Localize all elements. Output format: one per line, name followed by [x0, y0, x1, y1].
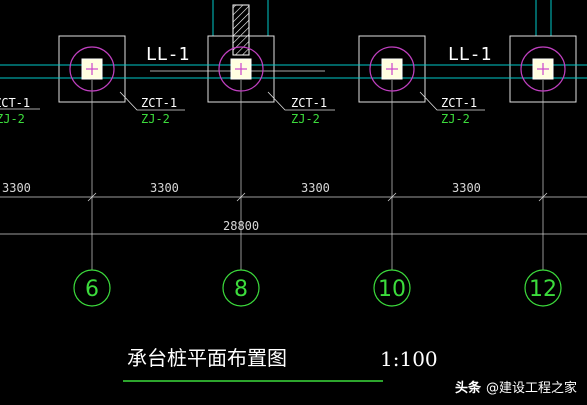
dimension-4: 3300 — [452, 181, 481, 195]
axis-number-8: 8 — [234, 277, 248, 302]
pile-6 — [69, 46, 115, 92]
pile-caps — [58, 35, 577, 103]
drawing-scale: 1:100 — [380, 347, 438, 371]
piles — [69, 46, 566, 92]
leader-lines — [0, 91, 485, 111]
column-stubs — [212, 0, 552, 56]
axis-bubble-10: 10 — [373, 269, 411, 307]
watermark-logo: 头条 — [454, 380, 481, 396]
dimension-lines — [0, 192, 587, 235]
watermark: 头条 @建设工程之家 — [455, 375, 577, 397]
axis-number-10: 10 — [378, 277, 406, 302]
pile-label-top-4: ZCT-1 — [441, 96, 477, 110]
axis-number-12: 12 — [529, 277, 557, 302]
pile-label-bottom-4: ZJ-2 — [441, 112, 470, 126]
axis-bubble-6: 6 — [73, 269, 111, 307]
pile-label-top-1: ZCT-1 — [0, 96, 30, 110]
axis-bubble-12: 12 — [524, 269, 562, 307]
pile-label-top-3: ZCT-1 — [291, 96, 327, 110]
pile-label-bottom-1: ZJ-2 — [0, 112, 25, 126]
beam-label-1: LL-1 — [146, 44, 189, 65]
dimension-1: 3300 — [2, 181, 31, 195]
pile-label-bottom-2: ZJ-2 — [141, 112, 170, 126]
pile-label-top-2: ZCT-1 — [141, 96, 177, 110]
dimension-2: 3300 — [150, 181, 179, 195]
axis-lines — [91, 80, 544, 270]
pile-10 — [369, 46, 415, 92]
watermark-handle: @建设工程之家 — [485, 380, 577, 396]
total-dimension: 28800 — [223, 219, 259, 233]
dimension-3: 3300 — [301, 181, 330, 195]
axis-bubbles: 6 8 10 12 — [73, 269, 562, 307]
axis-bubble-8: 8 — [222, 269, 260, 307]
pile-12 — [520, 46, 566, 92]
drawing-title: 承台桩平面布置图 — [127, 346, 287, 370]
axis-number-6: 6 — [85, 277, 99, 302]
beam-label-2: LL-1 — [448, 44, 491, 65]
pile-8 — [218, 46, 264, 92]
pile-label-bottom-3: ZJ-2 — [291, 112, 320, 126]
